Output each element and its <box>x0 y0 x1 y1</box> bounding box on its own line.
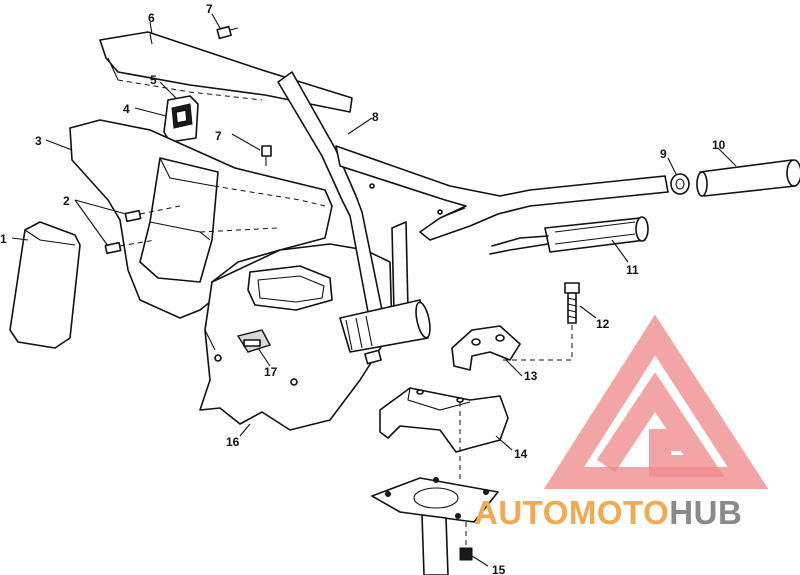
screw-top <box>216 25 239 40</box>
callout-12: 12 <box>596 317 610 331</box>
callout-16: 16 <box>226 435 240 449</box>
part-upper-clamp <box>451 325 521 371</box>
callout-7-top: 7 <box>206 2 213 16</box>
callout-9: 9 <box>660 147 667 161</box>
watermark-text-part1: AUTOMOTO <box>474 494 669 531</box>
part-nut <box>459 522 473 561</box>
part-console-body <box>69 119 333 319</box>
watermark-text-part2: HUB <box>669 494 742 531</box>
screw-middle <box>261 145 272 166</box>
part-side-panel <box>9 221 81 349</box>
callout-13: 13 <box>524 369 538 383</box>
part-lower-fairing <box>199 243 393 431</box>
part-bolt <box>500 282 580 361</box>
callout-10: 10 <box>712 138 726 152</box>
watermark-triangle-inner <box>596 372 725 477</box>
part-mount-plate <box>371 477 499 575</box>
callout-3: 3 <box>35 134 42 148</box>
watermark-logo: AUTOMOTOHUB <box>474 314 769 531</box>
callout-17: 17 <box>264 365 278 379</box>
callout-6: 6 <box>148 11 155 25</box>
callout-7-middle: 7 <box>215 129 222 143</box>
leader-lines <box>11 13 737 567</box>
part-top-cover <box>99 31 353 113</box>
part-lower-clamp <box>379 387 509 480</box>
callout-14: 14 <box>514 447 528 461</box>
callout-11: 11 <box>626 263 639 277</box>
callout-5: 5 <box>150 73 157 87</box>
callout-4: 4 <box>123 102 130 116</box>
callout-8: 8 <box>372 110 379 124</box>
part-handlebar <box>335 145 669 241</box>
callout-15: 15 <box>492 563 506 575</box>
part-handlebar-post <box>277 71 431 365</box>
part-clip <box>236 329 272 353</box>
part-heated-grip <box>489 216 649 255</box>
callout-2: 2 <box>63 194 70 208</box>
part-end-ring <box>670 173 690 195</box>
part-right-grip <box>696 159 800 197</box>
callout-1: 1 <box>0 232 7 246</box>
screw-left-pair <box>104 205 181 255</box>
switch-assembly <box>163 95 199 143</box>
watermark-text: AUTOMOTOHUB <box>474 494 742 531</box>
callout-labels: 1 2 3 4 5 6 7 7 8 9 10 11 12 13 14 15 16… <box>0 2 726 575</box>
watermark-triangle-outer <box>543 314 769 489</box>
